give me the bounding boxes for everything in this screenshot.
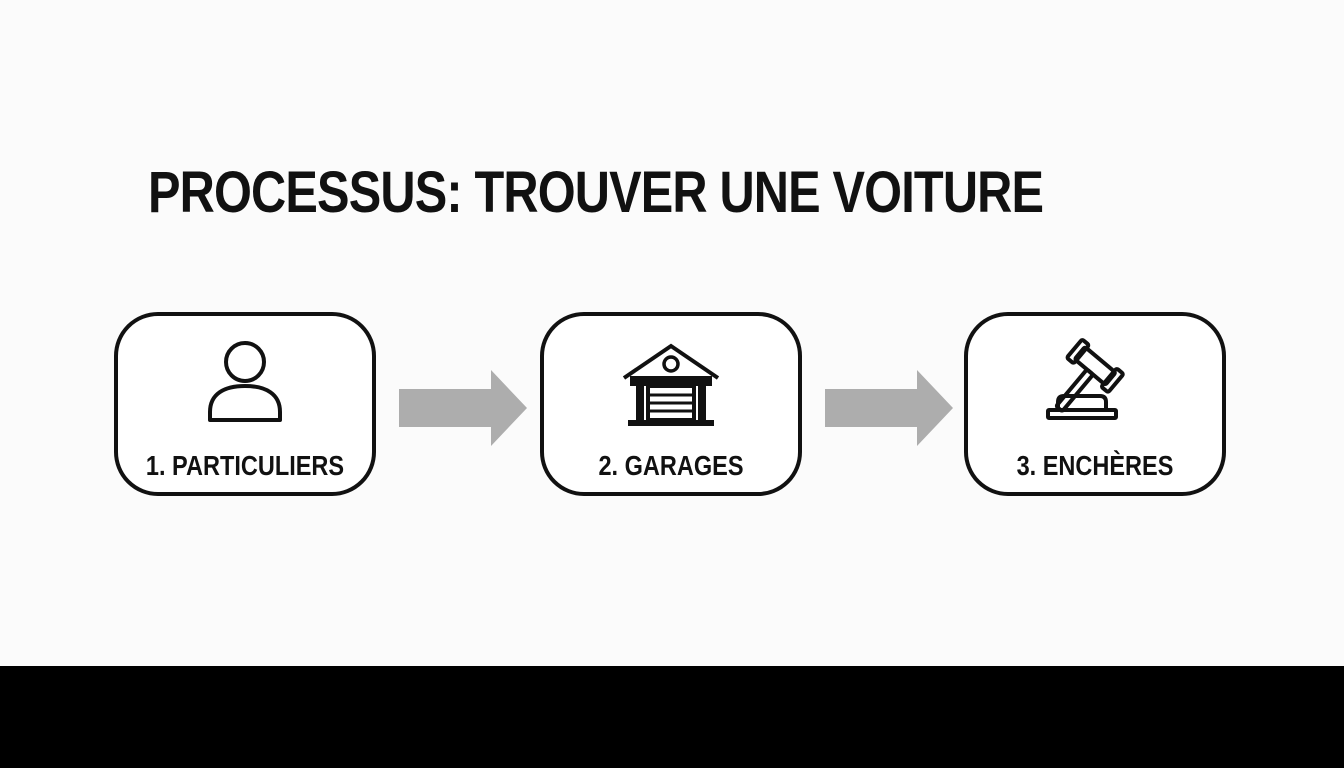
step-garages: 2. GARAGES xyxy=(540,312,802,496)
step-label-encheres: 3. ENCHÈRES xyxy=(1016,450,1174,481)
garage-icon xyxy=(616,338,726,430)
arrow-right-icon xyxy=(399,370,527,446)
step-encheres: 3. ENCHÈRES xyxy=(964,312,1226,496)
diagram-title: PROCESSUS: TROUVER UNE VOITURE xyxy=(148,160,1044,225)
step-label-garages: 2. GARAGES xyxy=(598,450,744,481)
bottom-black-bar xyxy=(0,666,1344,768)
gavel-icon xyxy=(1040,338,1150,430)
person-icon xyxy=(190,338,300,430)
diagram-canvas: PROCESSUS: TROUVER UNE VOITURE 1. PARTIC… xyxy=(114,160,1226,496)
step-particuliers: 1. PARTICULIERS xyxy=(114,312,376,496)
arrow-right-icon xyxy=(825,370,953,446)
step-label-particuliers: 1. PARTICULIERS xyxy=(145,450,345,481)
